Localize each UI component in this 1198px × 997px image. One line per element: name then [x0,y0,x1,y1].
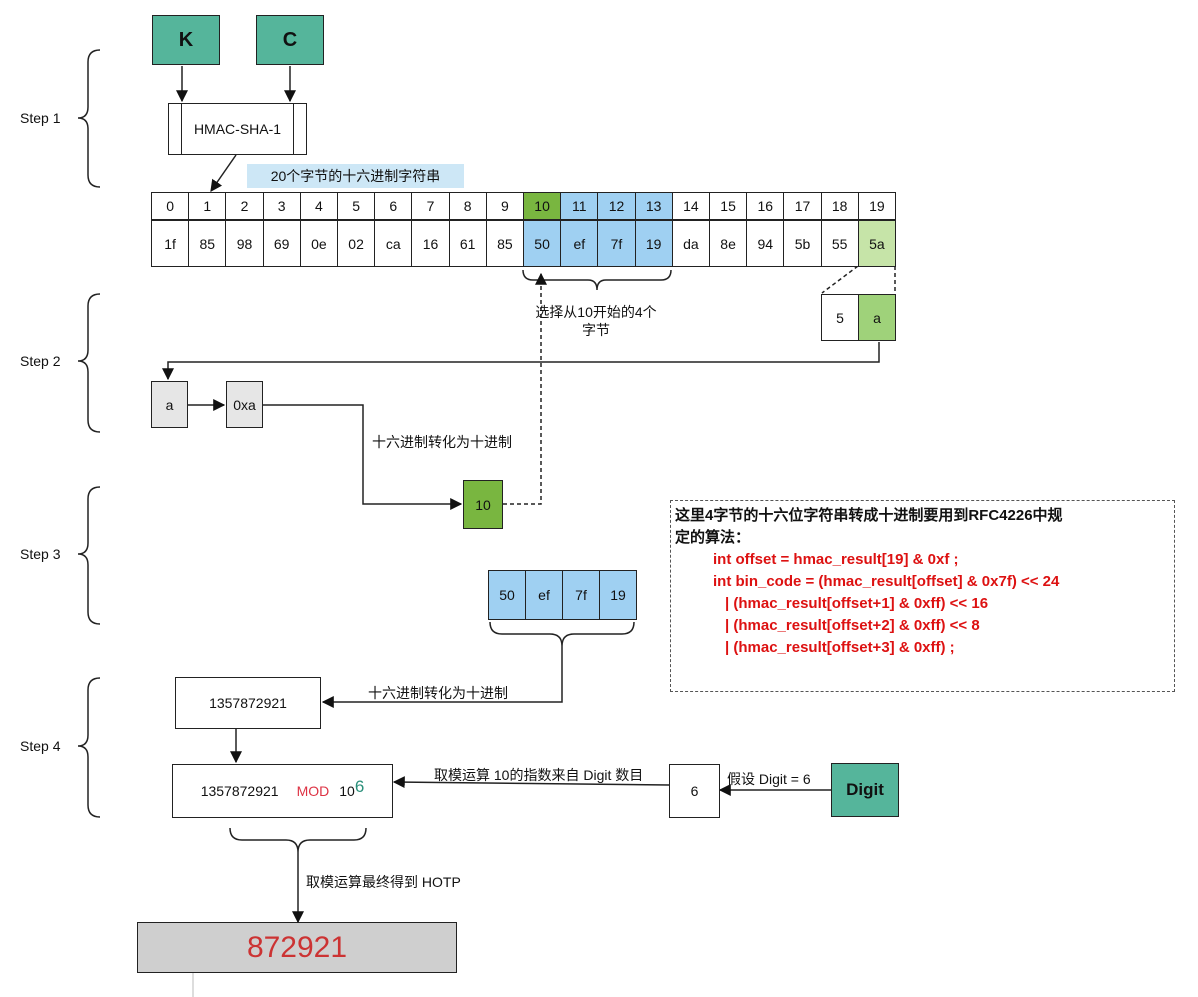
byte-index-cell: 2 [225,192,264,220]
digit-box: Digit [831,763,899,817]
note-code-1: int offset = hmac_result[19] & 0xf ; [713,551,959,568]
select-caption-line1: 选择从10开始的4个 [535,304,657,320]
byte-value-cell: 0e [299,220,338,267]
offset-decimal-box: 10 [463,480,503,529]
split-low-nibble: a [858,294,896,341]
nibble-hex-box: 0xa [226,381,263,428]
brace-step3 [77,486,101,625]
byte-value-cell: 5b [783,220,822,267]
bin-code-box: 1357872921 [175,677,321,729]
nibble-box: a [151,381,188,428]
byte-value-cell: 5a [857,220,896,267]
byte-index-cell: 6 [374,192,413,220]
split-high-nibble: 5 [821,294,859,341]
hex-to-dec-caption-2: 十六进制转化为十进制 [368,685,508,701]
byte-index-cell: 15 [709,192,748,220]
brace-step1 [77,49,101,188]
byte-value-cell: 61 [448,220,487,267]
byte-index-cell: 16 [746,192,785,220]
byte-index-cell: 13 [634,192,673,220]
dashed-split-left [821,265,859,294]
mod-value: 1357872921 [200,783,279,799]
step-3-label: Step 3 [20,546,61,562]
byte-index-cell: 10 [523,192,562,220]
arrow-hex-dec [263,404,463,510]
note-code-3: | (hmac_result[offset+1] & 0xff) << 16 [725,595,989,612]
bytes-caption: 20个字节的十六进制字符串 [247,164,464,188]
mod-operator: MOD [296,783,330,799]
byte-index-cell: 12 [597,192,636,220]
arrow-bytes-bincode [321,646,563,708]
byte-value-cell: 98 [225,220,264,267]
hex-to-dec-caption-1: 十六进制转化为十进制 [372,434,512,450]
step-2-label: Step 2 [20,353,61,369]
arrow-six-mod [392,776,670,789]
brace-step4 [77,677,101,818]
digit-assume-caption: 假设 Digit = 6 [727,771,811,787]
byte-value-cell: 8e [709,220,748,267]
byte-value-cell: ca [374,220,413,267]
counter-c-box: C [256,15,324,65]
byte-index-cell: 8 [448,192,487,220]
byte-value-cell: 55 [820,220,859,267]
digit-value-box: 6 [669,764,720,818]
byte-value-cell: 1f [151,220,190,267]
byte-value-cell: da [671,220,710,267]
byte-index-cell: 4 [299,192,338,220]
rfc4226-note: 这里4字节的十六位字符串转成十进制要用到RFC4226中规 定的算法： int … [670,500,1175,692]
mod-caption: 取模运算 10的指数来自 Digit 数目 [434,767,644,783]
selected-byte-cell: 7f [562,570,600,620]
note-line-2: 定的算法： [675,529,751,546]
byte-index-cell: 19 [857,192,896,220]
result-caption: 取模运算最终得到 HOTP [306,874,461,890]
byte-index-cell: 7 [411,192,450,220]
dashed-offset-link [503,272,547,505]
byte-value-cell: 85 [485,220,524,267]
brace-step2 [77,293,101,433]
byte-index-cell: 0 [151,192,190,220]
hmac-sha1-label: HMAC-SHA-1 [193,121,282,137]
mod-exponent: 6 [354,777,365,796]
brace-small-bytes [489,621,635,647]
byte-value-cell: 50 [523,220,562,267]
hotp-result: 872921 [137,922,457,973]
note-code-5: | (hmac_result[offset+3] & 0xff) ; [725,639,955,656]
mod-base: 10 [339,783,355,799]
byte-value-cell: 94 [746,220,785,267]
selected-byte-cell: 19 [599,570,637,620]
byte-index-cell: 1 [188,192,227,220]
byte-index-cell: 11 [560,192,599,220]
note-code-2: int bin_code = (hmac_result[offset] & 0x… [713,573,1060,590]
note-line-1: 这里4字节的十六位字符串转成十进制要用到RFC4226中规 [675,507,1063,524]
arrow-a-to-nibble [162,342,880,381]
byte-index-cell: 14 [671,192,710,220]
step-4-label: Step 4 [20,738,61,754]
byte-index-cell: 5 [337,192,376,220]
select-caption-line2: 字节 [582,322,610,338]
step-1-label: Step 1 [20,110,61,126]
byte-value-cell: ef [560,220,599,267]
brace-mod [229,827,367,853]
byte-value-cell: 7f [597,220,636,267]
selected-byte-cell: ef [525,570,563,620]
byte-value-cell: 69 [262,220,301,267]
byte-index-cell: 17 [783,192,822,220]
note-code-4: | (hmac_result[offset+2] & 0xff) << 8 [725,617,980,634]
hmac-sha1-box: HMAC-SHA-1 [168,103,307,155]
select-caption: 选择从10开始的4个 字节 [496,303,696,339]
byte-value-cell: 19 [634,220,673,267]
byte-index-cell: 3 [262,192,301,220]
byte-value-cell: 85 [188,220,227,267]
key-k-box: K [152,15,220,65]
selected-byte-cell: 50 [488,570,526,620]
byte-index-cell: 18 [820,192,859,220]
brace-selected-bytes [522,269,672,291]
byte-index-cell: 9 [485,192,524,220]
arrow-hmac-bytes [210,154,237,192]
byte-value-cell: 16 [411,220,450,267]
byte-value-cell: 02 [337,220,376,267]
